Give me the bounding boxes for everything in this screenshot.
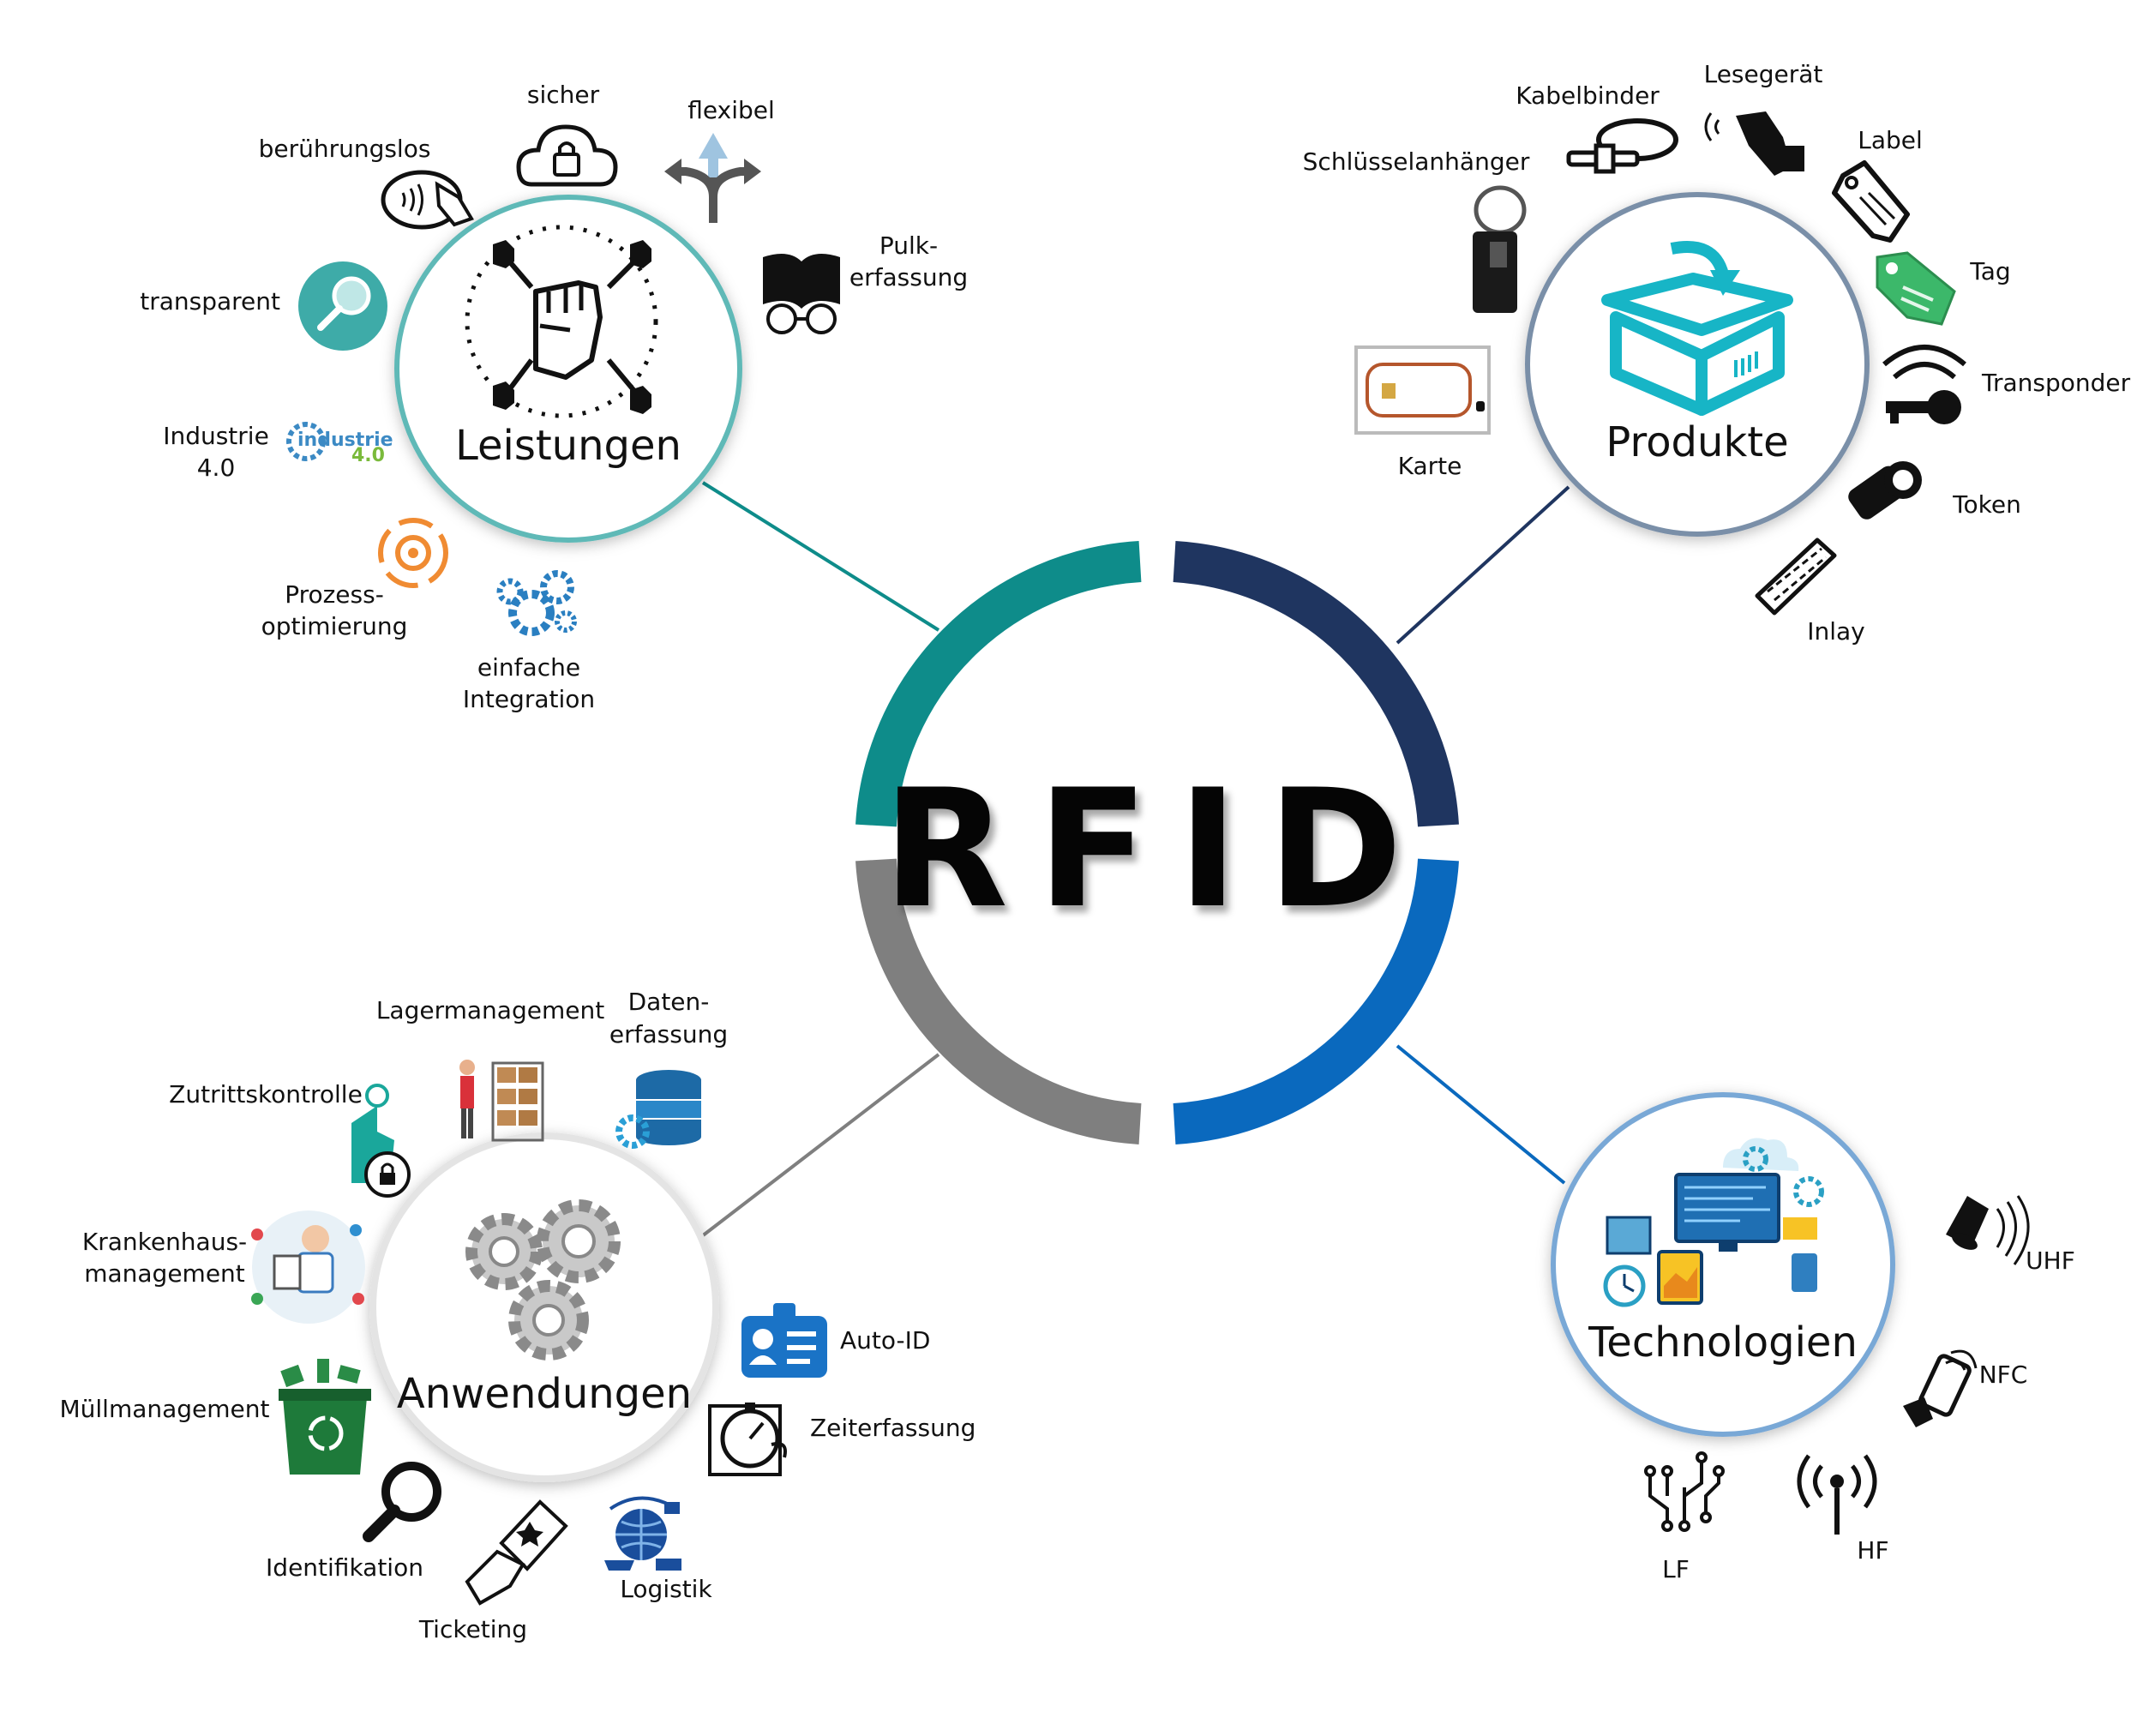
split-arrows-icon: [664, 133, 761, 223]
hub-title-anwendungen: Anwendungen: [396, 1370, 693, 1418]
magnifier-teal-icon: [298, 261, 387, 351]
recycling-bin-icon: [279, 1359, 371, 1475]
label-lf: LF: [1662, 1555, 1690, 1583]
label-daten-2: erfassung: [609, 1020, 729, 1048]
label-kranken-2: management: [84, 1259, 245, 1288]
label-label: Label: [1858, 126, 1923, 154]
label-industrie-2: 4.0: [196, 454, 236, 482]
label-lesegeraet: Lesegerät: [1703, 60, 1823, 88]
label-pulk-1: Pulk-: [879, 231, 939, 260]
label-nfc: NFC: [1978, 1361, 2028, 1389]
database-gear-icon: [615, 1070, 701, 1149]
label-ticketing: Ticketing: [418, 1615, 528, 1643]
label-integration-1: einfache: [477, 653, 581, 682]
label-lagermanagement: Lagermanagement: [375, 996, 605, 1024]
center-title: RFID: [882, 754, 1432, 944]
green-tag-icon: [1876, 251, 1956, 326]
circuit-lf-icon: [1644, 1451, 1725, 1532]
label-karte: Karte: [1397, 452, 1462, 480]
label-transponder: Transponder: [1982, 369, 2131, 397]
warehouse-shelf-icon: [459, 1060, 544, 1142]
hub-title-technologien: Technologien: [1588, 1319, 1858, 1367]
label-pulk-2: erfassung: [849, 263, 969, 291]
label-uhf: UHF: [2026, 1246, 2075, 1275]
handheld-reader-icon: [1704, 111, 1804, 176]
industrie-logo-text: industrie: [297, 429, 393, 451]
contactless-payment-icon: [381, 170, 474, 230]
label-identifikation: Identifikation: [266, 1553, 423, 1582]
label-transparent: transparent: [140, 287, 280, 315]
label-kabelbinder: Kabelbinder: [1516, 81, 1660, 110]
ring-segment-blue: [1173, 858, 1459, 1144]
ticket-hand-icon: [465, 1499, 568, 1606]
rfid-card-icon: [1354, 345, 1491, 435]
cable-tie-icon: [1566, 118, 1678, 174]
hospital-doctor-icon: [251, 1210, 365, 1324]
label-muellmanagement: Müllmanagement: [59, 1395, 270, 1423]
hub-title-leistungen: Leistungen: [455, 422, 681, 470]
cloud-lock-icon: [516, 124, 618, 187]
label-daten-1: Daten-: [627, 988, 710, 1016]
fist-network-icon: [465, 225, 658, 418]
label-flexibel: flexibel: [687, 96, 775, 124]
label-kranken-1: Krankenhaus-: [81, 1228, 248, 1256]
hub-circle-technologien: [1551, 1092, 1895, 1437]
label-token: Token: [1953, 490, 2021, 519]
label-auto-id: Auto-ID: [840, 1326, 931, 1355]
hf-tower-icon: [1797, 1454, 1877, 1535]
nfc-phone-icon: [1903, 1349, 1978, 1427]
blue-gears-icon: [496, 570, 577, 636]
ring-segment-teal: [855, 541, 1142, 827]
label-schluesselanhaenger: Schlüsselanhänger: [1302, 147, 1530, 176]
label-inlay: Inlay: [1807, 617, 1865, 646]
label-industrie-1: Industrie: [163, 422, 269, 450]
token-icon: [1848, 461, 1922, 520]
connector-anwendungen: [697, 1053, 940, 1240]
label-prozess-1: Prozess-: [285, 580, 384, 609]
teal-box-icon: [1601, 241, 1793, 416]
orange-gear-cycle-icon: [378, 518, 448, 588]
industrie-logo-number: 4.0: [351, 445, 385, 466]
logistics-globe-icon: [604, 1496, 681, 1571]
label-prozess-2: optimierung: [261, 612, 408, 640]
connector-leistungen: [701, 481, 940, 632]
ring-segment-grey: [855, 858, 1142, 1144]
hub-title-produkte: Produkte: [1606, 418, 1789, 466]
key-fob-icon: [1473, 185, 1527, 313]
label-tag-icon: [1832, 160, 1910, 243]
label-zutrittskontrolle: Zutrittskontrolle: [169, 1080, 363, 1108]
grey-gears-icon: [465, 1199, 621, 1361]
label-hf: HF: [1857, 1536, 1889, 1565]
label-sicher: sicher: [526, 81, 600, 109]
access-hand-lock-icon: [351, 1084, 411, 1198]
connector-produkte: [1396, 485, 1570, 645]
label-integration-2: Integration: [462, 685, 596, 713]
industrie-logo-icon: industrie 4.0: [286, 422, 393, 466]
uhf-antenna-icon: [1946, 1195, 2030, 1265]
magnifier-black-icon: [363, 1462, 441, 1542]
label-zeiterfassung: Zeiterfassung: [810, 1414, 976, 1442]
stopwatch-card-icon: [708, 1403, 787, 1476]
connector-technologien: [1396, 1044, 1566, 1185]
id-badge-icon: [741, 1303, 827, 1378]
center-ring: [855, 541, 1459, 1144]
label-beruehrungslos: berührungslos: [258, 135, 431, 163]
it-devices-icon: [1603, 1138, 1824, 1307]
ring-segment-navy: [1173, 541, 1459, 827]
label-logistik: Logistik: [620, 1575, 712, 1603]
inlay-icon: [1755, 538, 1837, 616]
key-transponder-icon: [1882, 345, 1966, 424]
label-tag: Tag: [1970, 257, 2011, 285]
book-glasses-icon: [763, 254, 840, 334]
